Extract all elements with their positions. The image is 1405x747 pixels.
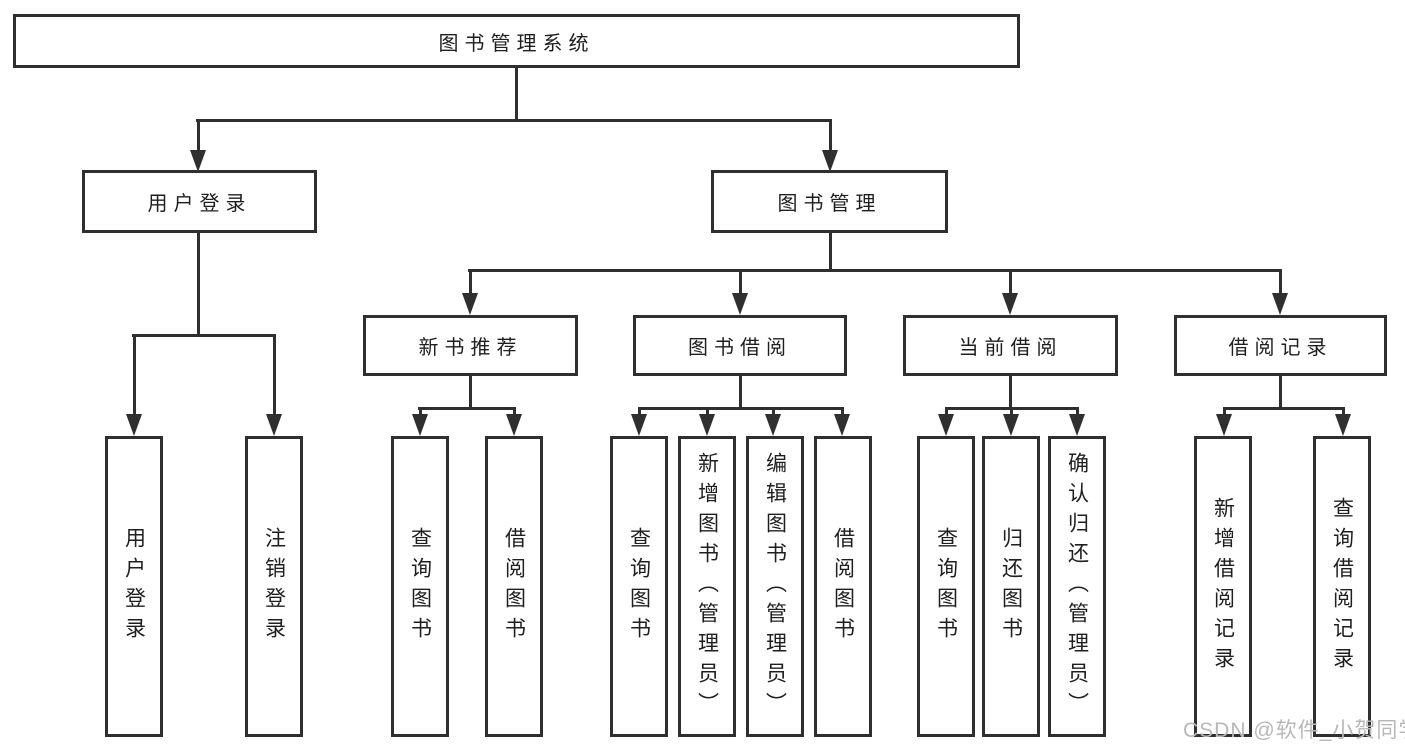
connector-vline (513, 407, 516, 417)
leaf-logout-login: 注销登录 (245, 436, 303, 737)
leaf-label: 归还图书 (999, 526, 1023, 647)
connector-vline (469, 376, 472, 410)
leaf-query-books: 查询图书 (610, 436, 668, 737)
connector-vline (706, 407, 709, 417)
connector-vline (469, 269, 472, 296)
arrow-down-icon (190, 150, 206, 172)
arrow-down-icon (126, 414, 142, 436)
leaf-label: 借阅图书 (502, 526, 526, 647)
connector-vline (1342, 407, 1345, 417)
connector-vline (829, 119, 832, 153)
arrow-down-icon (1272, 293, 1288, 315)
connector-vline (197, 119, 200, 153)
leaf-borrow-books: 借阅图书 (814, 436, 872, 737)
leaf-add-borrow-record: 新增借阅记录 (1194, 436, 1252, 737)
arrow-down-icon (462, 293, 478, 315)
connector-vline (419, 407, 422, 417)
leaf-return-books: 归还图书 (982, 436, 1040, 737)
arrow-down-icon (1335, 414, 1351, 436)
connector-vline (273, 334, 276, 416)
connector-vline (515, 68, 518, 120)
arrow-down-icon (732, 293, 748, 315)
connector-vline (1279, 269, 1282, 296)
arrow-down-icon (938, 414, 954, 436)
leaf-label: 新增图书（管理员） (695, 451, 719, 722)
connector-vline (739, 269, 742, 296)
arrow-down-icon (266, 414, 282, 436)
connector-hline (638, 407, 844, 410)
connector-hline (418, 407, 516, 410)
leaf-label: 用户登录 (122, 526, 146, 647)
connector-hline (468, 269, 1282, 272)
leaf-label: 查询图书 (934, 526, 958, 647)
connector-vline (197, 233, 200, 337)
connector-hline (1223, 407, 1345, 410)
arrow-down-icon (1069, 414, 1085, 436)
csdn-watermark: CSDN @软件_小贺同学 (1183, 719, 1405, 742)
leaf-label: 编辑图书（管理员） (763, 451, 787, 722)
leaf-query-borrow-record: 查询借阅记录 (1313, 436, 1371, 737)
leaf-confirm-return-admin: 确认归还（管理员） (1048, 436, 1106, 737)
leaf-edit-books-admin: 编辑图书（管理员） (746, 436, 804, 737)
connector-vline (739, 376, 742, 410)
connector-vline (945, 407, 948, 417)
leaf-borrow-books: 借阅图书 (485, 436, 543, 737)
leaf-label: 注销登录 (262, 526, 286, 647)
connector-hline (132, 334, 276, 337)
connector-hline (196, 119, 832, 122)
connector-vline (1010, 407, 1013, 417)
connector-vline (1076, 407, 1079, 417)
leaf-query-books: 查询图书 (917, 436, 975, 737)
connector-vline (829, 233, 832, 272)
node-book-management: 图书管理 (711, 170, 948, 233)
arrow-down-icon (765, 414, 781, 436)
arrow-down-icon (1003, 414, 1019, 436)
leaf-label: 确认归还（管理员） (1065, 451, 1089, 722)
node-borrow-records: 借阅记录 (1174, 315, 1387, 376)
node-new-book-recommend: 新书推荐 (363, 315, 578, 376)
connector-vline (1009, 269, 1012, 296)
arrow-down-icon (412, 414, 428, 436)
connector-vline (638, 407, 641, 417)
node-library-system: 图书管理系统 (13, 14, 1020, 68)
arrow-down-icon (1216, 414, 1232, 436)
leaf-label: 查询图书 (627, 526, 651, 647)
node-current-borrow: 当前借阅 (903, 315, 1118, 376)
leaf-query-books: 查询图书 (391, 436, 449, 737)
connector-vline (133, 334, 136, 416)
connector-vline (1223, 407, 1226, 417)
node-user-login: 用户登录 (82, 170, 317, 233)
leaf-label: 借阅图书 (831, 526, 855, 647)
connector-vline (1279, 376, 1282, 410)
leaf-user-login: 用户登录 (105, 436, 163, 737)
arrow-down-icon (822, 150, 838, 172)
leaf-label: 查询图书 (408, 526, 432, 647)
arrow-down-icon (631, 414, 647, 436)
node-book-borrow: 图书借阅 (633, 315, 847, 376)
connector-vline (1009, 376, 1012, 410)
leaf-label: 查询借阅记录 (1330, 496, 1354, 677)
connector-vline (841, 407, 844, 417)
arrow-down-icon (506, 414, 522, 436)
arrow-down-icon (834, 414, 850, 436)
arrow-down-icon (1002, 293, 1018, 315)
connector-vline (772, 407, 775, 417)
leaf-label: 新增借阅记录 (1211, 496, 1235, 677)
arrow-down-icon (699, 414, 715, 436)
leaf-add-books-admin: 新增图书（管理员） (678, 436, 736, 737)
